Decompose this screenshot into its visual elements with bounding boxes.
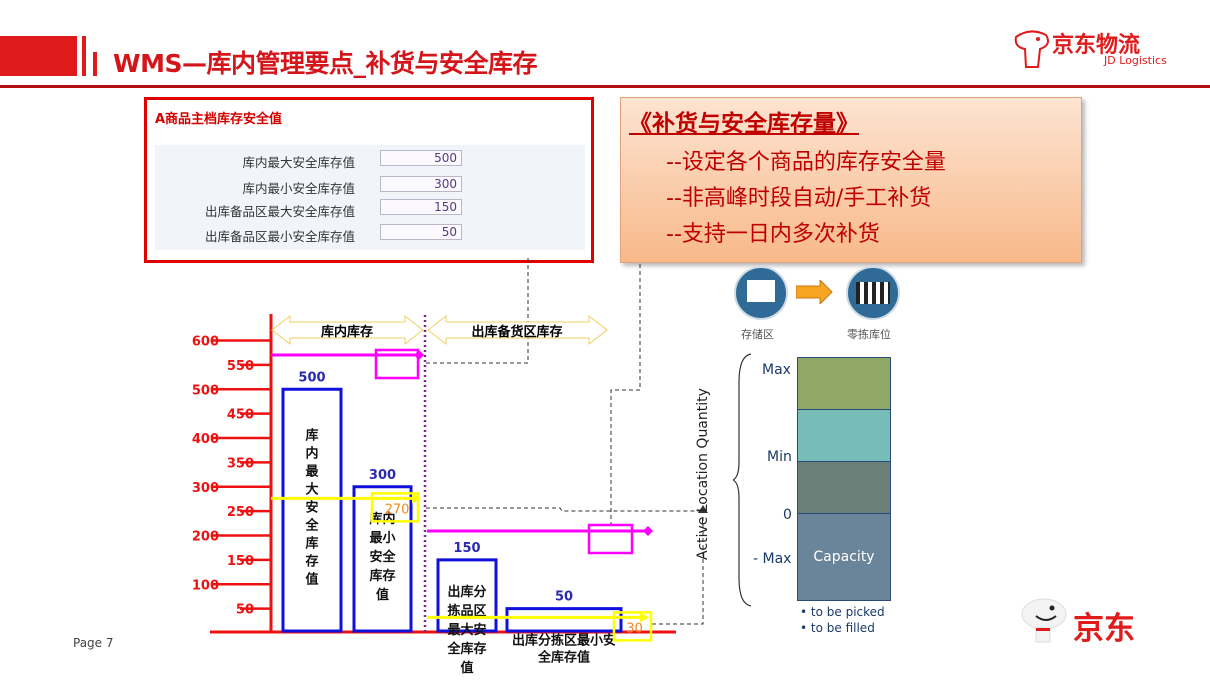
bar-text: 出库分拣品区最大安全库存值 [446,584,486,676]
header-accent-block [0,36,77,76]
dashed-connectors [426,255,704,625]
callout-line: --支持一日内多次补货 [666,222,880,247]
bullet-text: to be filled [810,621,875,635]
min-marker-label: 30 [626,621,643,636]
picking-min-input[interactable]: 50 [380,224,462,240]
y-tick-label: 200 [192,530,219,545]
picking-location-icon [846,266,900,320]
page-title: WMS—库内管理要点_补货与安全库存 [113,49,537,78]
arrow-up-icon [698,505,708,513]
form-row: 库内最大安全库存值 500 [155,150,585,170]
logo-cn: 京东物流 [1052,33,1141,58]
brace-icon [733,353,752,607]
y-tick-label: 350 [227,456,254,471]
jd-logistics-logo: 京东物流 JD Logistics [1012,27,1167,75]
flow-to-label: 零拣库位 [847,328,891,341]
location-axis-title: Active Location Quantity [695,388,711,560]
y-tick-label: 150 [227,554,254,569]
bar-value-label: 300 [369,468,396,483]
y-tick-label: 100 [192,578,219,593]
region-label: 库内库存 [321,324,373,340]
level-min: Min [767,449,792,465]
bar [281,387,343,633]
panel-title: A商品主档库存安全值 [155,112,283,127]
safety-stock-panel: A商品主档库存安全值 库内最大安全库存值 500 库内最小安全库存值 300 出库备… [144,97,594,263]
logo-en: JD Logistics [1104,54,1167,67]
segment-max [798,358,890,410]
flow-from-label: 存储区 [741,328,774,341]
region-arrow [427,314,608,346]
min-marker-label: 270 [385,502,410,517]
callout-box: 《补货与安全库存量》 --设定各个商品的库存安全量 --非高峰时段自动/手工补货… [620,97,1082,263]
location-stack: Capacity [797,357,891,601]
picking-max-input[interactable]: 150 [380,199,462,215]
safety-stock-form: 库内最大安全库存值 500 库内最小安全库存值 300 出库备品区最大安全库存值 15… [155,145,585,250]
form-row: 出库备品区最小安全库存值 50 [155,224,585,244]
min-stock-input[interactable]: 300 [380,176,462,192]
region-label: 出库备货区库存 [471,324,562,340]
field-label: 库内最小安全库存值 [242,181,355,196]
level-max: Max [762,362,791,378]
level-neg-max: - Max [753,551,792,567]
callout-line: --设定各个商品的库存安全量 [666,150,946,175]
y-tick-label: 300 [192,481,219,496]
jd-dog-icon [1014,30,1049,68]
max-marker-box [374,348,420,380]
diamond-icon [643,526,653,536]
level-zero: 0 [783,507,792,523]
field-label: 出库备品区最大安全库存值 [204,204,355,219]
arrow-right-icon [796,280,833,304]
form-row: 出库备品区最大安全库存值 150 [155,199,585,219]
callout-line: --非高峰时段自动/手工补货 [666,186,932,211]
jd-brand: 京东 [1073,611,1135,647]
max-stock-input[interactable]: 500 [380,150,462,166]
bullet-item: • to be filled [800,621,875,635]
segment-zero [798,462,890,514]
storage-icon [734,266,788,320]
bar-text: 出库分拣区最小安全库存值 [512,633,616,666]
bar [352,485,413,633]
field-label: 库内最大安全库存值 [242,155,355,170]
y-tick-label: 400 [192,432,219,447]
bar-value-label: 150 [453,541,480,556]
bullet-text: to be picked [810,605,885,619]
callout-title: 《补货与安全库存量》 [629,111,859,137]
bar-text: 库内最大安全库存值 [304,427,319,587]
max-marker-box [587,523,634,555]
bar [436,558,498,633]
field-label: 出库备品区最小安全库存值 [204,229,355,244]
bar-text: 库内最小安全库存值 [369,511,396,603]
header-accent-bar [82,36,86,76]
segment-min [798,410,890,462]
arrow-right-icon [412,493,421,504]
bar [505,607,623,633]
y-tick-label: 600 [192,335,219,350]
bar-value-label: 500 [298,370,325,385]
jd-dog-mascot-icon [1021,598,1067,643]
threshold-lines [271,348,653,555]
form-row: 库内最小安全库存值 300 [155,176,585,196]
min-marker-box [370,492,420,523]
header-accent-bar-small [93,52,97,76]
bullet-item: • to be picked [800,605,885,619]
y-tick-label: 250 [227,505,254,520]
y-tick-label: 450 [227,408,254,423]
y-tick-label: 50 [236,603,254,618]
header-divider [0,85,1210,88]
bar-value-label: 50 [555,590,573,605]
page-number: Page 7 [73,636,114,650]
min-marker-box [612,611,653,642]
y-tick-label: 550 [227,359,254,374]
region-arrows: 库内库存 出库备货区库存 [271,314,608,346]
region-arrow [271,314,424,346]
arrow-right-icon [640,612,649,623]
y-tick-label: 500 [192,383,219,398]
segment-capacity: Capacity [798,514,890,600]
